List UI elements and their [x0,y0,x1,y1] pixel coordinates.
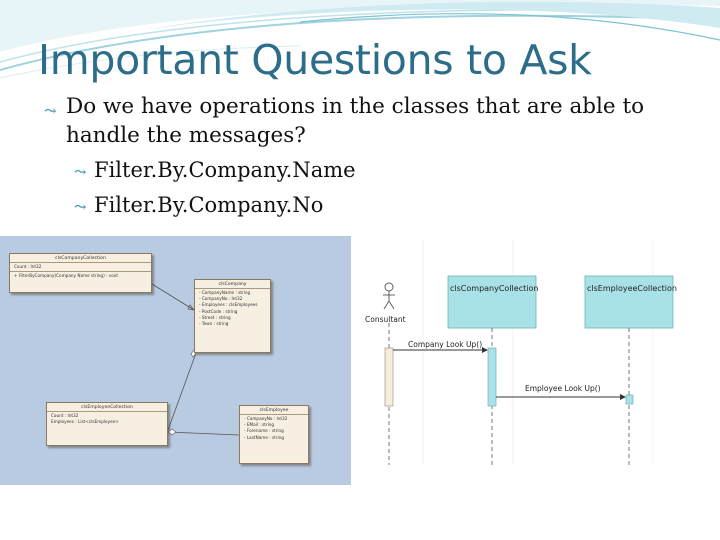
message-label: Company Look Up() [408,340,483,349]
bullet-text-line-1: Do we have operations in the classes tha… [66,94,645,119]
uml-attribute: Count : Int32 [14,264,42,269]
uml-attribute: Count : Int32 [51,413,79,418]
uml-attribute: - CompanyName : string [199,290,251,295]
curved-arrow-bullet-icon: ⤳ [74,163,87,181]
actor-icon [383,282,395,310]
uml-attribute: - Street : string [199,314,231,320]
lifeline-label: clsCompanyCollection [450,284,539,293]
uml-class-box: clsEmployee - CompanyNo : Int32 - EMail … [239,405,309,464]
actor-label: Consultant [365,315,406,324]
sequence-diagram-graphics [353,240,720,465]
uml-class-name: clsCompanyCollection [10,254,151,263]
uml-class-box: clsCompany - CompanyName : string - Comp… [194,279,271,353]
sub-bullet-item: ⤳ Filter.By.Company.No [74,193,323,217]
bullet-item: ⤳ Do we have operations in the classes t… [44,92,644,150]
class-diagram-image: clsCompanyCollection Count : Int32 + Fil… [0,236,351,485]
uml-attribute: - EMail : string [244,422,275,428]
uml-attribute: - CompanyNo : Int32 [199,296,243,302]
uml-class-name: clsEmployee [240,406,308,415]
uml-attribute: - Town : string [199,321,229,327]
uml-operation: + FilterByCompany(Company Name string) :… [14,273,118,279]
curved-arrow-bullet-icon: ⤳ [74,198,87,216]
uml-attribute: - CompanyNo : Int32 [244,416,288,421]
lifeline-label: clsEmployeeCollection [587,284,677,293]
uml-attribute: - Employees : clsEmployees [199,302,258,308]
uml-class-name: clsCompany [195,280,270,289]
uml-class-name: clsEmployeeCollection [47,403,167,412]
sub-bullet-text: Filter.By.Company.No [94,193,324,217]
curved-arrow-bullet-icon: ⤳ [44,102,57,120]
uml-attribute: - Forename : string [244,428,284,434]
class-association-lines [151,283,240,436]
uml-class-box: clsCompanyCollection Count : Int32 + Fil… [9,253,152,293]
bullet-text-line-2: handle the messages? [66,123,306,148]
sequence-diagram-image: Consultant clsCompanyCollection clsEmplo… [353,240,720,465]
message-label: Employee Look Up() [525,384,601,393]
sub-bullet-item: ⤳ Filter.By.Company.Name [74,158,356,182]
uml-attribute: Employees : List<clsEmployee> [51,419,119,425]
uml-attribute: - LastName : string [244,434,285,440]
uml-attribute: - PostCode : string [199,308,238,314]
uml-class-box: clsEmployeeCollection Count : Int32 Empl… [46,402,168,446]
header-swoosh-decoration [0,0,720,79]
sub-bullet-text: Filter.By.Company.Name [94,158,356,182]
slide-title: Important Questions to Ask [38,36,592,84]
